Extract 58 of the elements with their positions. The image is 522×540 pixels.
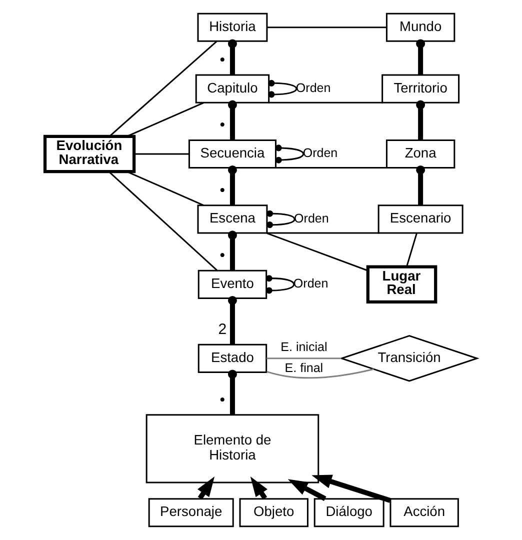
connector	[266, 210, 296, 228]
node-box: Acción	[390, 498, 459, 528]
edge-label: •	[220, 51, 226, 68]
connector	[266, 232, 368, 272]
node-box: Evolución Narrativa	[43, 134, 136, 174]
edge-label: E. inicial	[280, 340, 328, 354]
connector	[266, 232, 380, 234]
connector	[134, 153, 190, 155]
connector	[416, 165, 426, 206]
connector	[416, 39, 426, 75]
connector	[276, 167, 388, 169]
node-box: Lugar Real	[366, 265, 438, 304]
node-box: Zona	[386, 139, 456, 169]
edge-label: •	[220, 391, 226, 408]
connector	[126, 102, 204, 137]
edge-label: •	[220, 182, 226, 199]
node-box: Personaje	[148, 498, 234, 528]
connector	[266, 275, 295, 294]
node-box: Elemento de Historia	[146, 414, 320, 484]
connector	[228, 39, 237, 75]
edge-label: Orden	[302, 146, 338, 160]
node-box: Diálogo	[314, 498, 384, 528]
connector	[228, 296, 237, 344]
connector	[266, 358, 342, 360]
connector	[406, 232, 418, 267]
edge-label: 2	[218, 320, 227, 338]
node-box: Estado	[198, 344, 268, 373]
edge-label: Orden	[296, 80, 331, 95]
node-diamond: Transición	[339, 335, 480, 382]
node-box: Escenario	[378, 204, 464, 234]
node-box: Secuencia	[188, 139, 276, 169]
edge-label: •	[220, 116, 226, 134]
node-box: Historia	[197, 12, 268, 42]
edge-label: E. final	[284, 361, 324, 376]
connector	[109, 40, 218, 137]
connector	[268, 80, 298, 98]
connector	[228, 230, 237, 270]
edge-label: Orden	[293, 276, 328, 291]
connector	[228, 100, 237, 140]
connector	[228, 165, 237, 206]
node-box: Escena	[197, 204, 268, 234]
connector	[126, 170, 204, 206]
node-box: Evento	[198, 270, 268, 299]
connector	[108, 171, 218, 271]
node-box: Territorio	[382, 74, 460, 104]
connector	[228, 370, 237, 415]
arrow	[288, 479, 326, 501]
edge-label: •	[220, 247, 226, 264]
node-box: Capitulo	[195, 74, 270, 104]
connector	[275, 144, 304, 164]
connector	[267, 26, 386, 28]
edge-label: Orden	[294, 211, 329, 226]
node-box: Mundo	[386, 12, 456, 42]
connector	[266, 368, 374, 379]
connector	[416, 100, 426, 140]
connector	[268, 102, 383, 104]
node-box: Objeto	[239, 498, 308, 528]
arrow	[312, 474, 391, 503]
